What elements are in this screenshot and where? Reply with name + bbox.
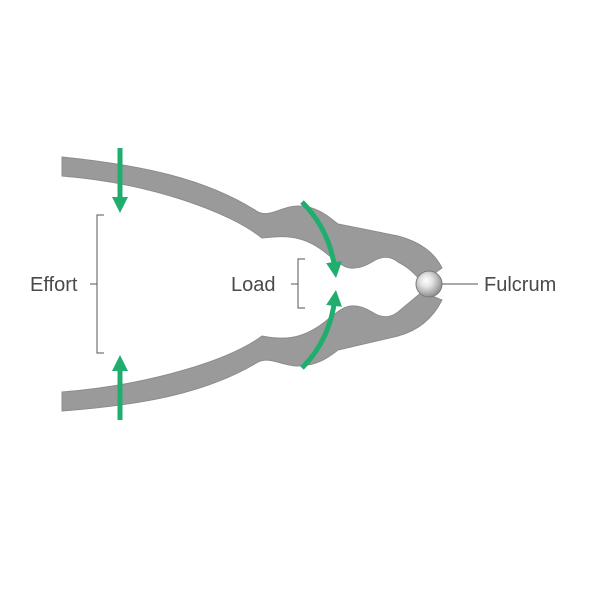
upper-arm <box>61 156 443 283</box>
lower-arm <box>61 291 443 412</box>
effort-label: Effort <box>30 274 78 296</box>
fulcrum-pivot-ball <box>415 270 443 298</box>
load-bracket <box>291 258 305 309</box>
effort-bracket <box>90 214 104 354</box>
load-curved-arrow-top <box>300 200 342 278</box>
load-curved-arrow-bottom <box>300 290 342 370</box>
load-label: Load <box>231 274 276 296</box>
fulcrum-label: Fulcrum <box>484 274 556 296</box>
